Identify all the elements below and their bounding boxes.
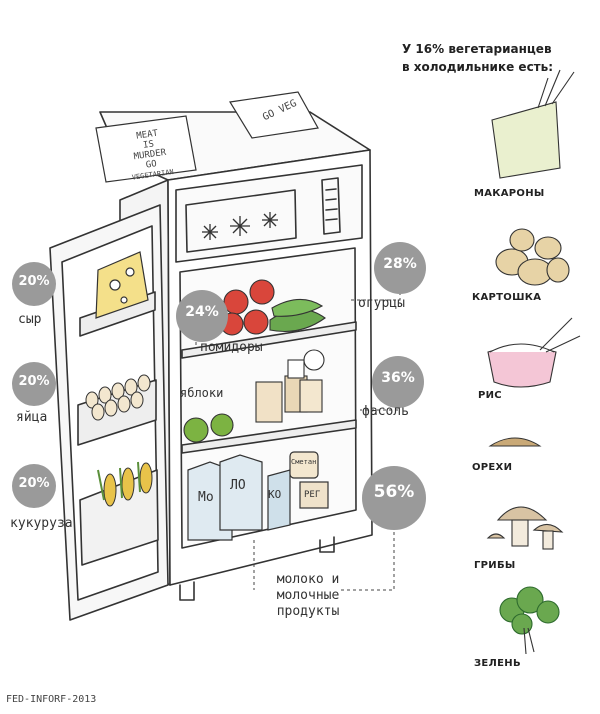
stat-badge-eggs: 20% [12, 362, 56, 406]
stat-label-corn: кукуруза [10, 516, 73, 531]
stat-badge-cucumbers: 28% [374, 242, 426, 294]
stat-badge-corn: 20% [12, 464, 56, 508]
mushrooms-icon [486, 506, 564, 550]
nuts-icon [488, 437, 542, 447]
stat-label-cucumbers: огурцы [358, 296, 405, 311]
box-label: РЕГ [304, 490, 321, 500]
stat-label-apples: яблоки [180, 386, 224, 400]
potatoes-icon [495, 228, 570, 286]
milk-carton-label: Мо [198, 490, 214, 505]
item-caption-mushrooms: ГРИБЫ [474, 560, 516, 571]
item-caption-pasta: МАКАРОНЫ [474, 188, 545, 199]
heading-line-1: У 16% вегетарианцев [402, 42, 552, 56]
heading-line-2: в холодильнике есть: [402, 60, 554, 74]
stat-label-tomatoes: помидоры [200, 340, 263, 355]
stat-label-beans: фасоль [362, 404, 409, 419]
stat-badge-cheese: 20% [12, 262, 56, 306]
rice-bowl-icon [487, 317, 581, 388]
item-caption-rice: РИС [478, 390, 502, 401]
item-caption-greens: ЗЕЛЕНЬ [474, 658, 521, 669]
sour-cream-jar-label: Сметан [291, 458, 317, 466]
credit: FED-INFORF-2013 [6, 694, 97, 705]
milk-carton-label: ЛО [230, 478, 246, 493]
milk-carton-label: КО [268, 488, 282, 501]
greens-icon [499, 586, 560, 655]
stat-badge-dairy: 56% [362, 466, 426, 530]
item-caption-potatoes: КАРТОШКА [472, 292, 542, 303]
stat-label-dairy: молоко и молочные продукты [276, 572, 340, 619]
pasta-icon [491, 69, 575, 179]
stat-badge-tomatoes: 24% [176, 290, 228, 342]
heading: У 16% вегетарианцев в холодильнике есть: [402, 40, 553, 76]
stat-label-cheese: сыр [18, 312, 42, 327]
stat-label-eggs: яйца [16, 410, 48, 425]
stat-badge-beans: 36% [372, 356, 424, 408]
item-caption-nuts: ОРЕХИ [472, 462, 513, 473]
